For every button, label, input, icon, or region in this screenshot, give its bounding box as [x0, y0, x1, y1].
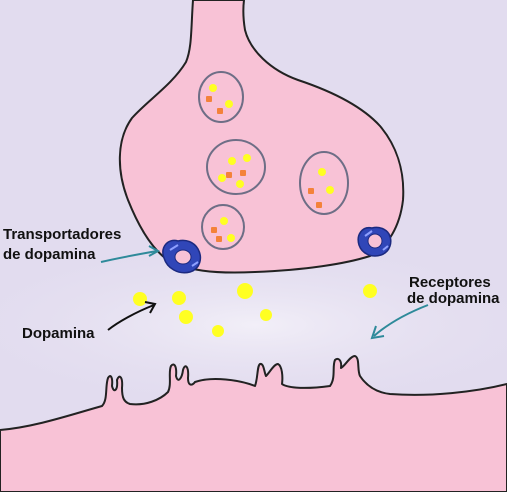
synaptic-cleft: [0, 250, 507, 400]
dopamine-molecule-icon: [217, 108, 223, 114]
dopamine-molecule-icon: [228, 157, 236, 165]
transporter-label-line1: Transportadores: [3, 226, 121, 243]
transporter-pointer-arrow: [100, 245, 161, 263]
dopamine-molecule-icon: [326, 186, 334, 194]
dopamine-molecule-icon: [225, 100, 233, 108]
vesicle: [299, 151, 349, 215]
dopamine-molecule-icon: [172, 291, 186, 305]
receptor-label-line1: Receptores: [409, 274, 491, 291]
receptor-pointer-arrow: [370, 304, 429, 340]
receptor-label-line2: de dopamina: [407, 290, 500, 307]
dopamine-molecule-icon: [133, 292, 147, 306]
dopamine-molecule-icon: [218, 174, 226, 182]
vesicle: [206, 139, 266, 195]
dopamine-molecule-icon: [226, 172, 232, 178]
dopamine-molecule-icon: [211, 227, 217, 233]
dopamine-molecule-icon: [363, 284, 377, 298]
dopamine-molecule-icon: [236, 180, 244, 188]
dopamine-label: Dopamina: [22, 325, 95, 342]
dopamine-molecule-icon: [179, 310, 193, 324]
dopamine-molecule-icon: [220, 217, 228, 225]
dopamine-molecule-icon: [260, 309, 272, 321]
dopamine-molecule-icon: [237, 283, 253, 299]
vesicle: [198, 71, 244, 123]
dopamine-molecule-icon: [318, 168, 326, 176]
dopamine-molecule-icon: [212, 325, 224, 337]
dopamine-molecule-icon: [308, 188, 314, 194]
transporter-label-line2: de dopamina: [3, 246, 96, 263]
dopamine-molecule-icon: [316, 202, 322, 208]
dopamine-molecule-icon: [216, 236, 222, 242]
transporter-ring-icon: [357, 226, 392, 257]
postsynaptic-neuron: [0, 355, 507, 492]
dopamine-molecule-icon: [240, 170, 246, 176]
dopamine-molecule-icon: [227, 234, 235, 242]
dopamine-molecule-icon: [209, 84, 217, 92]
transporter-ring-icon: [162, 239, 202, 274]
dopamine-pointer-arrow: [107, 301, 157, 331]
dopamine-molecule-icon: [243, 154, 251, 162]
vesicle: [201, 204, 245, 250]
dopamine-molecule-icon: [206, 96, 212, 102]
